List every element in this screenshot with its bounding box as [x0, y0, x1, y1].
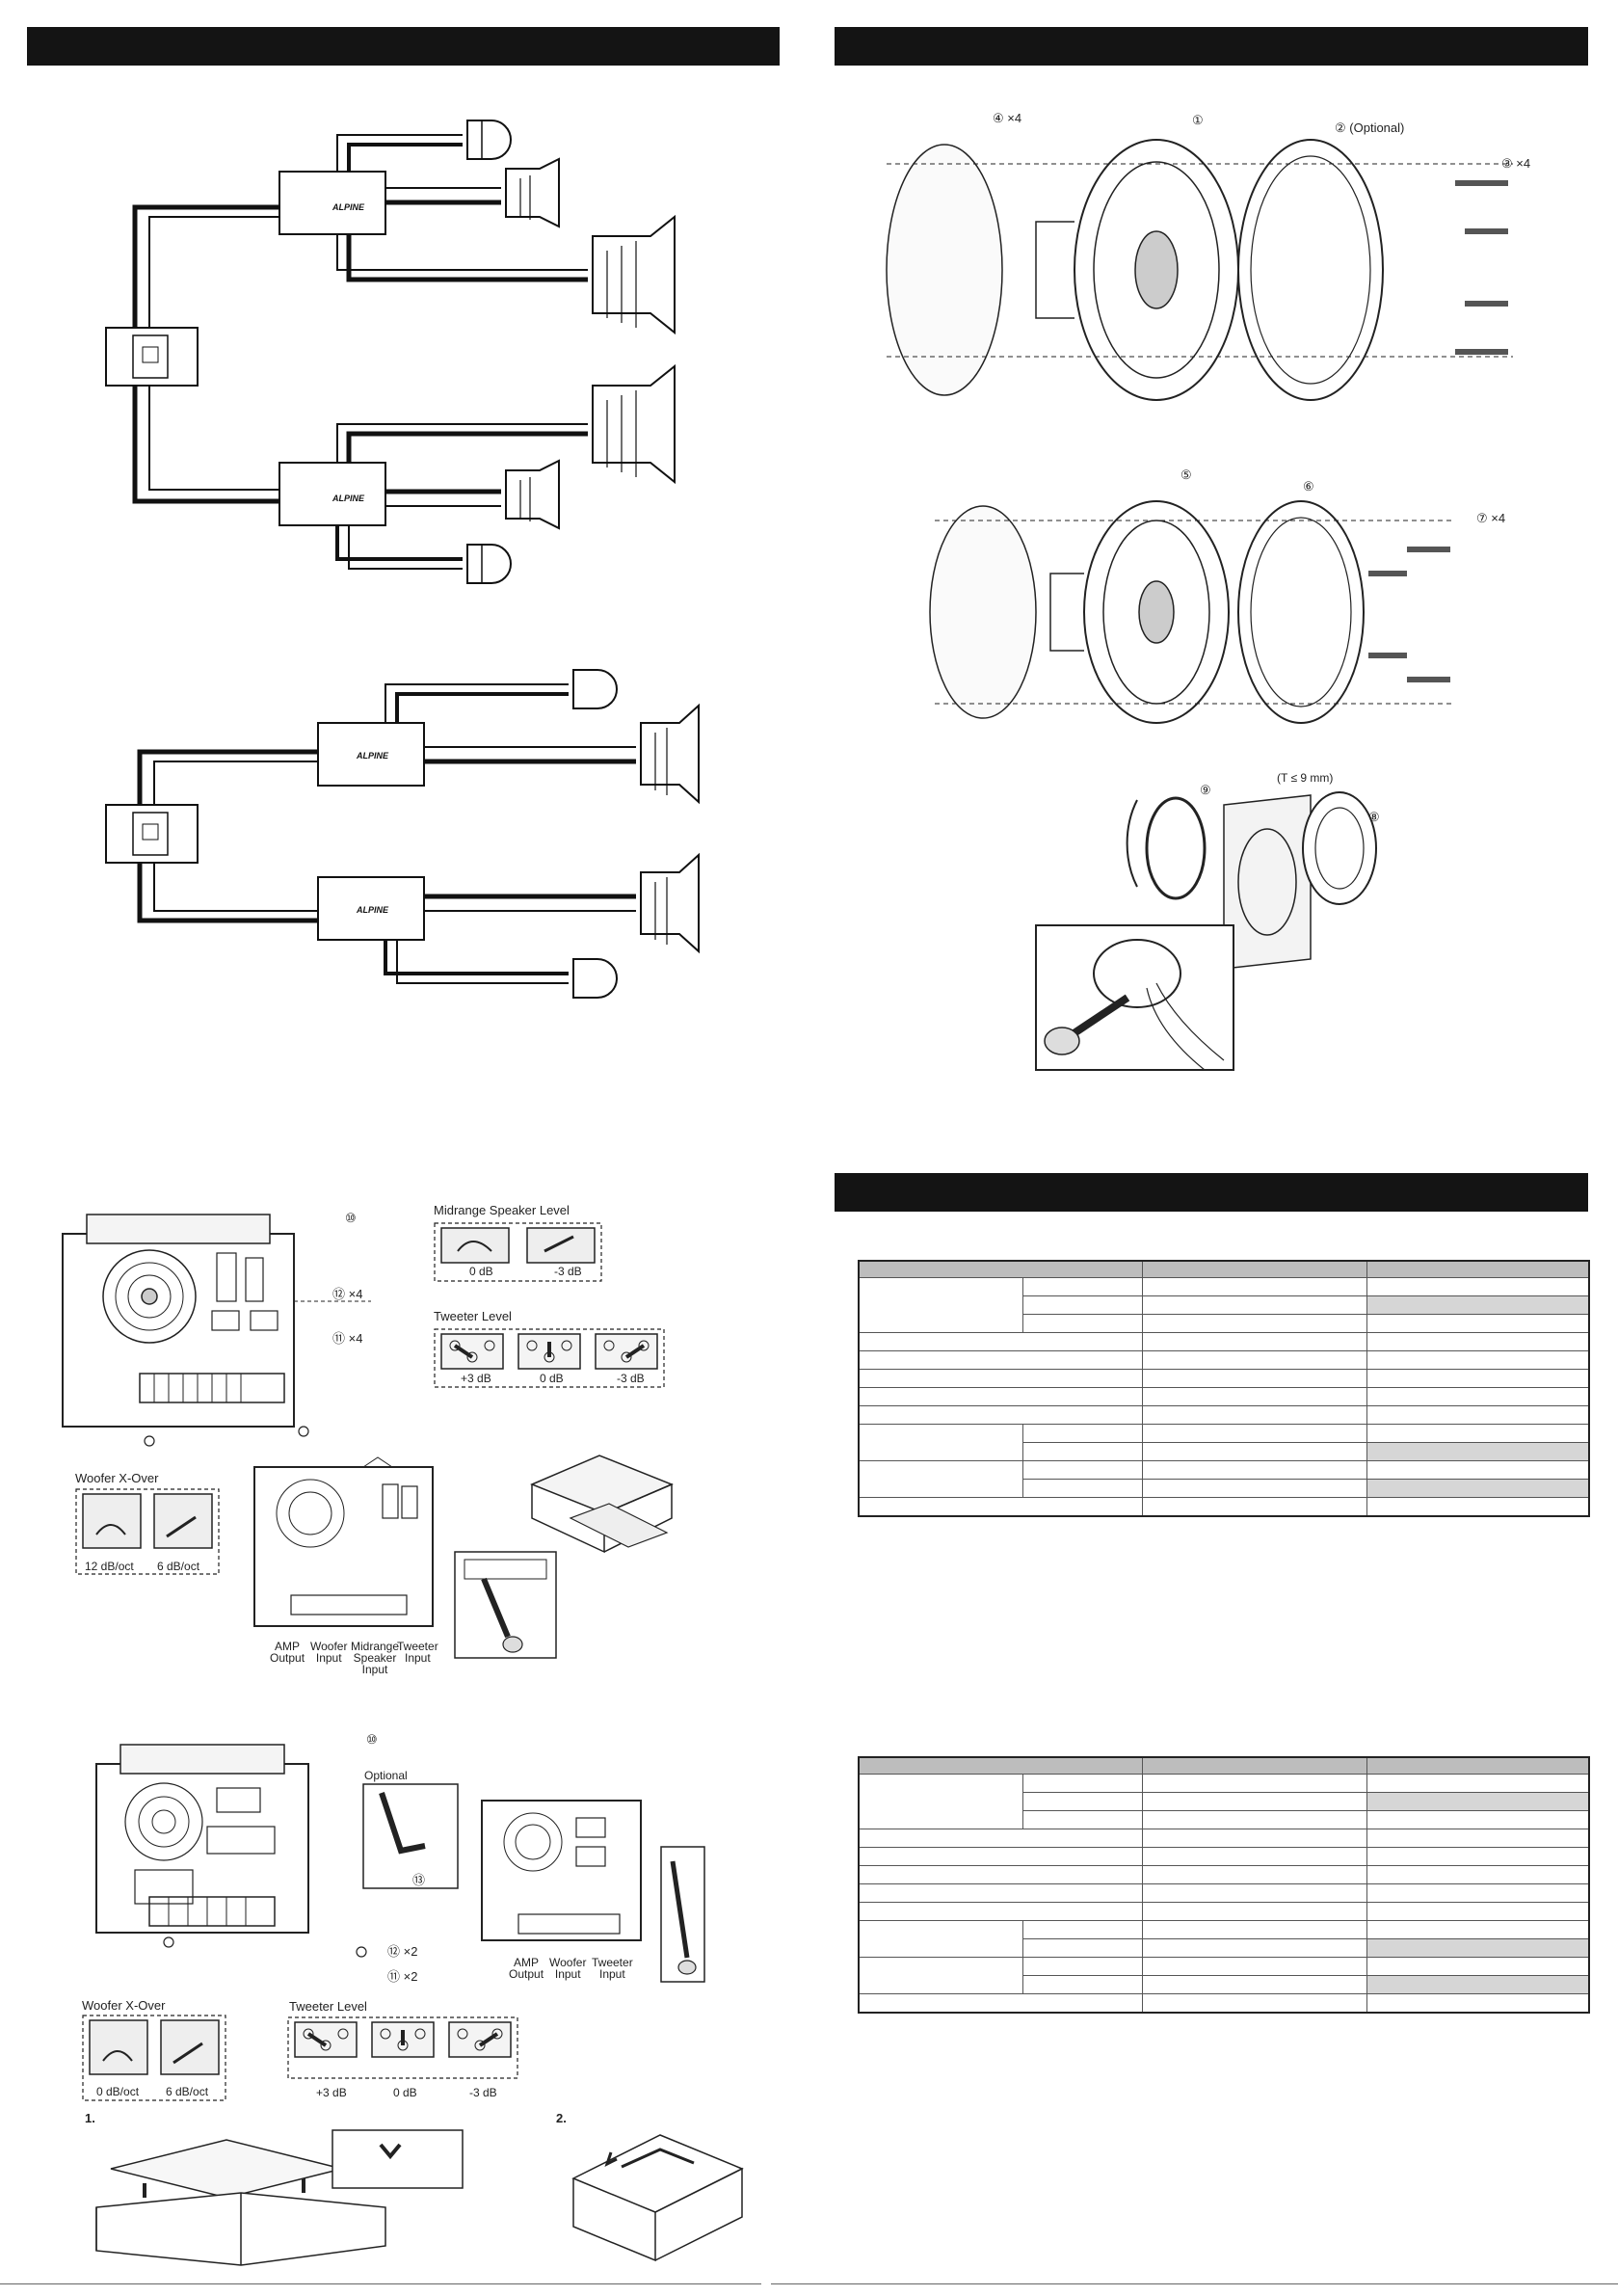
lid-assembly-step-1 — [95, 2129, 464, 2266]
specification-table-1 — [858, 1260, 1590, 1517]
callout-part-1: ① — [1192, 113, 1204, 127]
callout-part-4: ④ ×4 — [993, 111, 1022, 125]
table-row — [858, 1957, 1590, 1994]
table-row — [859, 1479, 1590, 1498]
woofer-xover-jumpers-2way — [82, 2015, 226, 2101]
tweeter-level-title-2way: Tweeter Level — [289, 1999, 367, 2014]
tweeter-level-jumpers-2way — [287, 2016, 518, 2079]
table-row — [858, 1387, 1590, 1406]
table-row — [859, 1295, 1590, 1315]
table-row — [858, 1369, 1590, 1388]
callout-part-7: ⑦ ×4 — [1476, 511, 1506, 525]
mount-thickness-note: (T ≤ 9 mm) — [1277, 771, 1334, 785]
table-row — [858, 1405, 1590, 1425]
crossover-3way-exploded — [62, 1214, 371, 1447]
svg-text:ALPINE: ALPINE — [356, 751, 389, 761]
lid-assembly-step-2 — [571, 2134, 744, 2262]
callout-part-5: ⑤ — [1180, 467, 1192, 482]
specification-table-2 — [858, 1756, 1590, 2014]
table-row — [858, 1920, 1590, 1958]
table-row — [858, 1460, 1590, 1498]
woofer-xover-jumpers-3way — [75, 1488, 220, 1575]
woofer-xover-6db-3way: 6 dB/oct — [157, 1560, 200, 1573]
table-row — [858, 1865, 1590, 1884]
woofer-xover-0db-2way: 0 dB/oct — [96, 2085, 140, 2098]
midrange-level-title: Midrange Speaker Level — [434, 1203, 570, 1217]
wiring-diagram-3way: ALPINE ALPINE — [105, 120, 676, 584]
tweeter-level-plus3db-2way: +3 dB — [316, 2086, 347, 2099]
crossover-2way-board — [481, 1800, 705, 1983]
table-row — [858, 1829, 1590, 1848]
midrange-level-jumpers — [434, 1222, 602, 1282]
tweeter-level-minus3db-2way: -3 dB — [469, 2086, 497, 2099]
wiring-diagram-2way: ALPINE ALPINE — [105, 669, 700, 999]
step-2-label: 2. — [556, 2111, 567, 2125]
callout-part-12-2way: ⑫ ×2 — [387, 1944, 418, 1959]
woofer-xover-title-3way: Woofer X-Over — [75, 1471, 159, 1485]
callout-part-10-2way: ⑩ — [366, 1732, 378, 1747]
callout-part-8: ⑧ — [1368, 810, 1380, 824]
callout-part-12-3way: ⑫ ×4 — [332, 1287, 363, 1301]
callout-part-9: ⑨ — [1200, 783, 1211, 797]
midrange-level-minus3db: -3 dB — [554, 1265, 582, 1278]
table-row — [858, 1774, 1590, 1829]
svg-text:ALPINE: ALPINE — [356, 905, 389, 915]
tweeter-level-0db-2way: 0 dB — [393, 2086, 417, 2099]
table-row — [858, 1277, 1590, 1333]
section-header-bar-wiring — [27, 27, 780, 66]
table-header-row — [858, 1756, 1590, 1775]
section-header-bar-installation — [835, 27, 1588, 66]
table-row — [859, 1975, 1590, 1994]
woofer-xover-12db-3way: 12 dB/oct — [85, 1560, 134, 1573]
table-row — [858, 1350, 1590, 1370]
footer-rule-right — [771, 2283, 1618, 2284]
svg-text:ALPINE: ALPINE — [332, 202, 365, 212]
footer-rule-left — [0, 2283, 761, 2284]
table-row — [858, 1424, 1590, 1461]
table-row — [858, 1332, 1590, 1351]
table-header-row — [858, 1260, 1590, 1278]
callout-part-2: ② (Optional) — [1335, 120, 1405, 135]
step-1-label: 1. — [85, 2111, 95, 2125]
callout-part-13: ⑬ — [412, 1873, 426, 1887]
table-row — [858, 1497, 1590, 1517]
callout-part-6: ⑥ — [1303, 479, 1314, 494]
tweeter-level-plus3db-3way: +3 dB — [461, 1372, 491, 1385]
optional-label-2way: Optional — [364, 1769, 408, 1782]
tweeter-mount-diagram — [1035, 791, 1377, 1071]
table-row — [859, 1442, 1590, 1461]
svg-text:ALPINE: ALPINE — [332, 494, 365, 503]
callout-part-3: ③ ×4 — [1501, 156, 1531, 171]
table-row — [858, 1847, 1590, 1866]
table-row — [859, 1810, 1590, 1829]
table-row — [858, 1993, 1590, 2014]
table-row — [858, 1883, 1590, 1903]
crossover-3way-board — [253, 1455, 674, 1659]
section-header-bar-specifications — [835, 1173, 1588, 1212]
exploded-view-component-speaker — [886, 139, 1513, 401]
table-row — [858, 1902, 1590, 1921]
callout-part-11-2way: ⑪ ×2 — [387, 1969, 418, 1984]
woofer-xover-title-2way: Woofer X-Over — [82, 1998, 166, 2013]
tweeter-level-0db-3way: 0 dB — [540, 1372, 564, 1385]
tweeter-level-minus3db-3way: -3 dB — [617, 1372, 645, 1385]
table-row — [859, 1938, 1590, 1958]
callout-part-11-3way: ⑪ ×4 — [332, 1331, 363, 1346]
tweeter-level-title-3way: Tweeter Level — [434, 1309, 512, 1323]
optional-bracket-detail — [362, 1783, 459, 1889]
crossover-2way-exploded — [95, 1744, 367, 1958]
callout-part-10-3way: ⑩ — [345, 1211, 357, 1225]
tweeter-level-jumpers-3way — [434, 1328, 665, 1388]
woofer-xover-6db-2way: 6 dB/oct — [166, 2085, 209, 2098]
midrange-level-0db: 0 dB — [469, 1265, 493, 1278]
exploded-view-coaxial-speaker — [929, 500, 1455, 724]
